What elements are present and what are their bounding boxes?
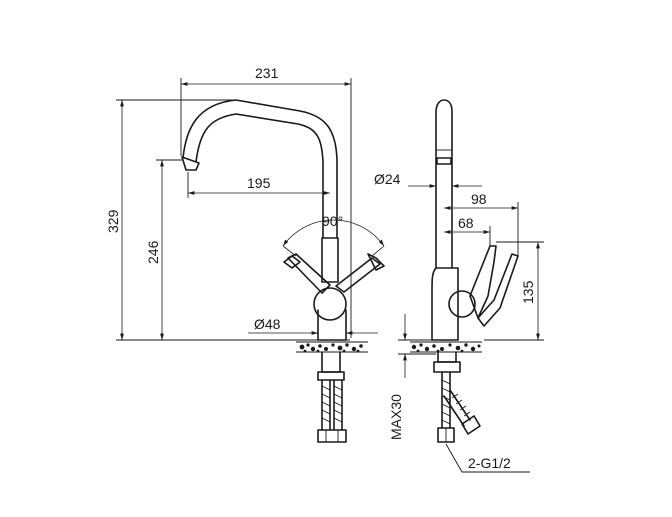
side-body xyxy=(431,267,459,341)
countertop-front xyxy=(296,341,368,353)
angle-dimension: 90° xyxy=(282,213,385,257)
front-view: 90° xyxy=(105,65,385,443)
connection-callout: 2-G1/2 xyxy=(445,443,530,473)
left-handle xyxy=(287,253,331,294)
dim-reach-inner: 195 xyxy=(187,172,330,198)
dim-spout-diameter: Ø24 xyxy=(374,171,482,188)
angle-label: 90° xyxy=(322,213,343,229)
dim-spout-height: 246 xyxy=(145,159,182,340)
mounting-hardware-front xyxy=(317,351,347,443)
dim-68-label: 68 xyxy=(458,215,474,231)
spout xyxy=(181,99,338,239)
dim-195-label: 195 xyxy=(247,175,271,191)
dim-231-label: 231 xyxy=(255,65,279,81)
countertop-side xyxy=(410,341,482,353)
dim-d24-label: Ø24 xyxy=(374,171,401,187)
dim-body-offset: 68 xyxy=(444,215,491,246)
dim-d48-label: Ø48 xyxy=(254,316,281,332)
dim-135-label: 135 xyxy=(520,280,536,304)
side-knob xyxy=(448,290,476,318)
dim-max30-label: MAX30 xyxy=(388,394,404,440)
dim-max-counter: MAX30 xyxy=(388,314,436,440)
side-spout xyxy=(435,99,453,269)
dim-reach-total: 231 xyxy=(180,65,352,338)
dim-98-label: 98 xyxy=(471,191,487,207)
side-handle xyxy=(469,245,497,319)
dim-base-diameter: Ø48 xyxy=(248,316,378,335)
dim-246-label: 246 xyxy=(145,240,161,264)
faucet-body xyxy=(283,237,385,341)
side-view: Ø24 98 68 135 MAX30 xyxy=(374,99,544,473)
center-knob xyxy=(313,287,347,321)
connection-label: 2-G1/2 xyxy=(468,455,511,471)
dim-total-height: 329 xyxy=(105,99,318,341)
right-handle xyxy=(335,257,381,293)
dim-handle-reach: 98 xyxy=(444,191,519,256)
dim-329-label: 329 xyxy=(105,209,121,233)
dim-handle-height: 135 xyxy=(484,241,544,341)
mounting-hardware-side xyxy=(433,351,481,443)
